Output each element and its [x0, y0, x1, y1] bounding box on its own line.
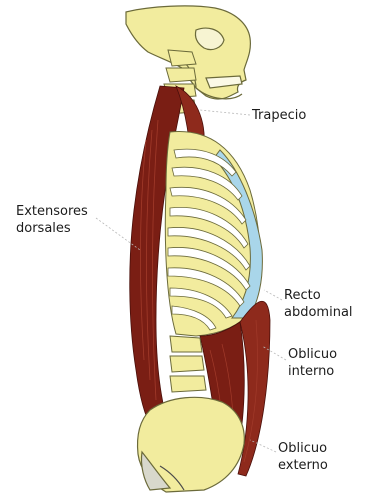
label-extensores-line2: dorsales: [16, 220, 88, 237]
lumbar-spine: [170, 336, 206, 392]
label-extensores-dorsales: Extensores dorsales: [16, 203, 88, 237]
label-oblicuo-interno-line2: interno: [288, 363, 337, 380]
label-trapecio-text: Trapecio: [252, 107, 306, 124]
label-oblicuo-interno: Oblicuo interno: [288, 346, 337, 380]
label-recto-line1: Recto: [284, 287, 353, 304]
label-oblicuo-externo-line2: externo: [278, 457, 328, 474]
label-extensores-line1: Extensores: [16, 203, 88, 220]
label-oblicuo-externo-line1: Oblicuo: [278, 440, 328, 457]
label-oblicuo-externo: Oblicuo externo: [278, 440, 328, 474]
label-recto-abdominal: Recto abdominal: [284, 287, 353, 321]
pelvis: [138, 397, 245, 492]
label-trapecio: Trapecio: [252, 107, 306, 124]
label-oblicuo-interno-line1: Oblicuo: [288, 346, 337, 363]
label-recto-line2: abdominal: [284, 304, 353, 321]
